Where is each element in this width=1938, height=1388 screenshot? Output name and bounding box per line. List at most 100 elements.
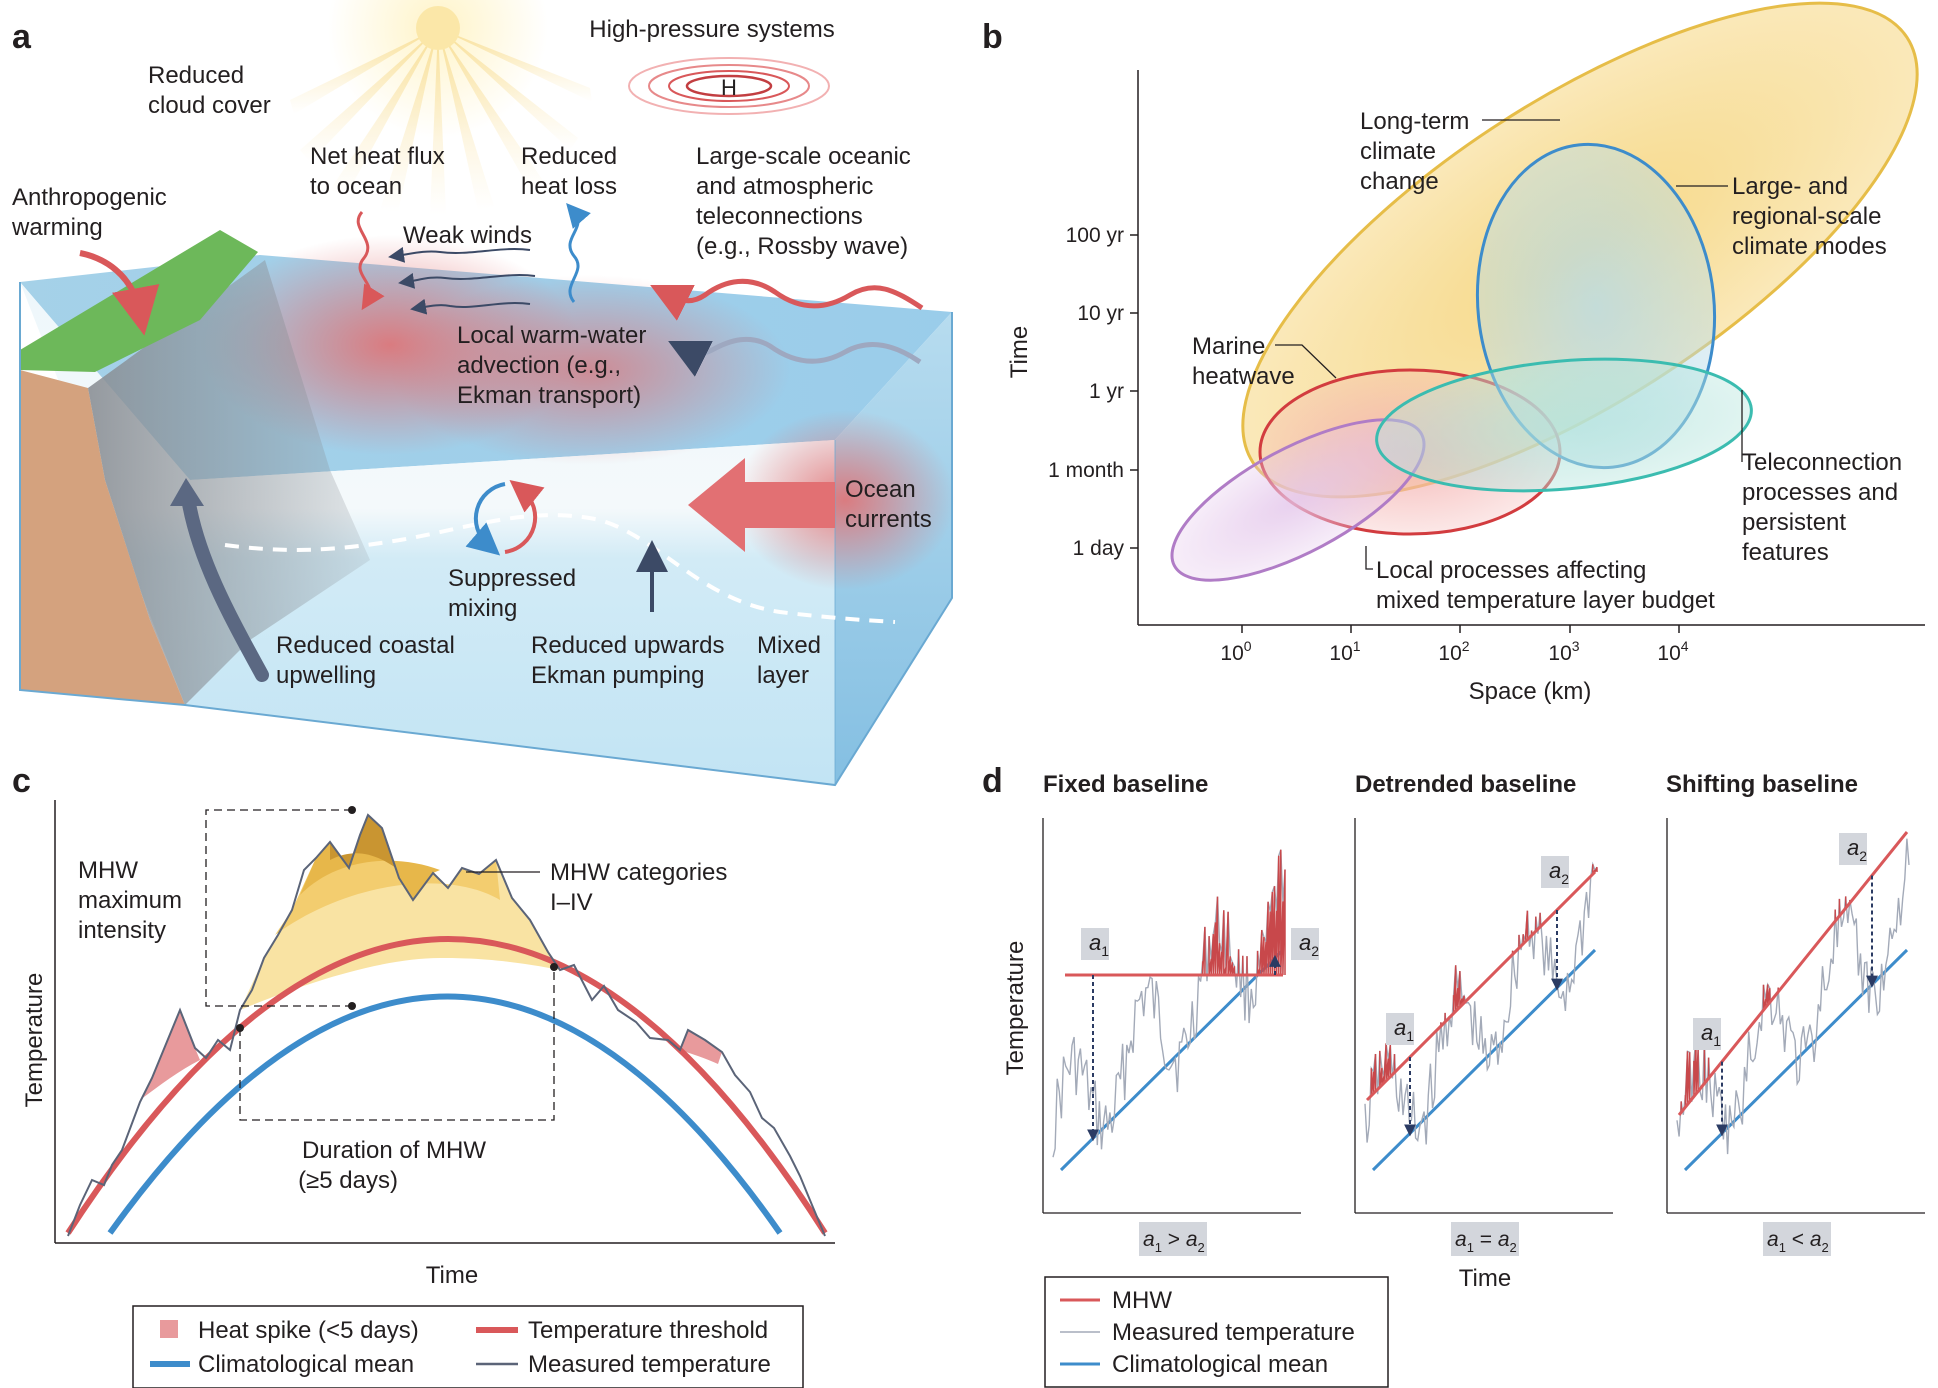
local-processes-label-2: mixed temperature layer budget	[1376, 587, 1715, 614]
anthropogenic-label-2: warming	[11, 214, 103, 241]
detrended-baseline-title: Detrended baseline	[1355, 771, 1576, 798]
reduced-heat-loss-arrow	[566, 202, 591, 303]
c-x-axis-label: Time	[426, 1262, 478, 1289]
c-marker-dots	[236, 806, 558, 1032]
panel-d: d Fixed baseline Detrended baseline Shif…	[982, 762, 1925, 1388]
ocean-currents-label-1: Ocean	[845, 476, 916, 503]
measured-temperature-line	[67, 813, 826, 1237]
d-intensity-badge	[1839, 833, 1867, 865]
d-measured-temperature	[1676, 838, 1910, 1155]
b-y-tick-label: 1 month	[1048, 459, 1124, 482]
suppressed-mixing-icon	[465, 479, 545, 556]
climatological-mean-curve	[107, 993, 783, 1235]
max-intensity-label-2: maximum	[78, 887, 182, 914]
teleconnection-label-4: features	[1742, 539, 1829, 566]
d-intensity-badge	[1386, 1013, 1414, 1045]
anthropogenic-warming-arrow	[79, 250, 160, 336]
d-mhw-segment	[1208, 896, 1236, 976]
sun-icon	[290, 0, 592, 215]
teleconnection-region	[1375, 357, 1753, 493]
d-x-axis-label: Time	[1459, 1265, 1511, 1292]
b-y-tick-label: 100 yr	[1066, 224, 1124, 247]
d-relation-label: a1 = a2	[1455, 1228, 1517, 1255]
temperature-threshold-curve	[65, 936, 828, 1235]
teleconnection-label-2: processes and	[1742, 479, 1898, 506]
duration-label-1: Duration of MHW	[302, 1137, 486, 1164]
marine-heatwave-label-2: heatwave	[1192, 363, 1295, 390]
legend-measured: Measured temperature	[528, 1351, 771, 1378]
b-x-tick-label: 104	[1657, 638, 1688, 665]
weak-winds-arrows	[388, 246, 536, 315]
mhw-categories-fill	[240, 815, 560, 1010]
shifting-baseline-title: Shifting baseline	[1666, 771, 1858, 798]
b-x-axis-label: Space (km)	[1469, 678, 1592, 705]
ekman-pumping-label-1: Reduced upwards	[531, 632, 724, 659]
high-pressure-icon: H	[628, 57, 830, 115]
b-x-tick-label: 101	[1329, 638, 1360, 665]
h-symbol: H	[721, 75, 737, 100]
ekman-pumping-label-2: Ekman pumping	[531, 662, 704, 689]
d-intensity-badge	[1693, 1018, 1721, 1050]
fixed-baseline-title: Fixed baseline	[1043, 771, 1208, 798]
local-processes-label-1: Local processes affecting	[1376, 557, 1646, 584]
rossby-wave-arrow	[668, 336, 922, 377]
marine-heatwave-label-1: Marine	[1192, 333, 1265, 360]
ocean-block	[19, 230, 955, 787]
b-x-tick-label: 102	[1438, 638, 1469, 665]
legend-mhw: MHW	[1112, 1287, 1172, 1314]
mixed-layer-label-2: layer	[757, 662, 809, 689]
b-x-tick-label: 103	[1548, 638, 1579, 665]
long-term-label-2: climate	[1360, 138, 1436, 165]
reduced-heat-label-2: heat loss	[521, 173, 617, 200]
d-relation-label: a1 < a2	[1767, 1228, 1829, 1255]
duration-label-2: (≥5 days)	[298, 1167, 398, 1194]
teleconnection-label-1: Teleconnection	[1742, 449, 1902, 476]
d-threshold-line	[1677, 831, 1909, 1116]
d-y-axis-label: Temperature	[1002, 941, 1029, 1076]
panel-b-letter: b	[982, 18, 1003, 56]
d-intensity-badge	[1081, 928, 1109, 960]
panel-a: a H	[11, 0, 955, 787]
net-heat-label-1: Net heat flux	[310, 143, 445, 170]
long-term-label-1: Long-term	[1360, 108, 1469, 135]
b-x-ticks: 100 101 102 103 104	[1220, 625, 1689, 665]
c-y-axis-label: Temperature	[21, 973, 48, 1108]
long-term-label-3: change	[1360, 168, 1439, 195]
max-intensity-label-1: MHW	[78, 857, 138, 884]
panel-c-legend: Heat spike (<5 days) Temperature thresho…	[132, 1305, 804, 1388]
panel-c: c Temper	[12, 762, 835, 1388]
d-mean-line	[1059, 948, 1285, 1172]
d-mhw-segment	[1201, 926, 1206, 976]
legend-d-mean: Climatological mean	[1112, 1351, 1328, 1378]
d-mhw-segment	[1693, 1037, 1699, 1097]
d-relation-badge	[1763, 1222, 1831, 1256]
teleconnections-label-3: teleconnections	[696, 203, 863, 230]
reduced-cloud-label-1: Reduced	[148, 62, 244, 89]
legend-heat-spike: Heat spike (<5 days)	[198, 1317, 419, 1344]
d-mhw-segment	[1684, 1051, 1691, 1108]
coastal-upwelling-arrow	[181, 491, 269, 682]
teleconnection-wave-arrow	[650, 278, 924, 321]
max-intensity-label-3: intensity	[78, 917, 166, 944]
c-dashed-guides	[205, 809, 555, 1121]
mixed-layer-label-1: Mixed	[757, 632, 821, 659]
reduced-heat-label-1: Reduced	[521, 143, 617, 170]
climate-modes-label-1: Large- and	[1732, 173, 1848, 200]
heat-spike-swatch	[160, 1320, 178, 1338]
d-relation-badge	[1451, 1222, 1519, 1256]
coastal-upwelling-arrowhead	[170, 478, 204, 506]
teleconnection-label-3: persistent	[1742, 509, 1846, 536]
legend-d-measured: Measured temperature	[1112, 1319, 1355, 1346]
heat-spikes	[140, 1010, 722, 1100]
reduced-cloud-label-2: cloud cover	[148, 92, 271, 119]
b-x-tick-label: 100	[1220, 638, 1251, 665]
upwelling-label-1: Reduced coastal	[276, 632, 455, 659]
teleconnections-label-2: and atmospheric	[696, 173, 873, 200]
high-pressure-label: High-pressure systems	[589, 16, 834, 43]
panel-a-letter: a	[12, 18, 32, 56]
suppressed-mixing-label-2: mixing	[448, 595, 517, 622]
